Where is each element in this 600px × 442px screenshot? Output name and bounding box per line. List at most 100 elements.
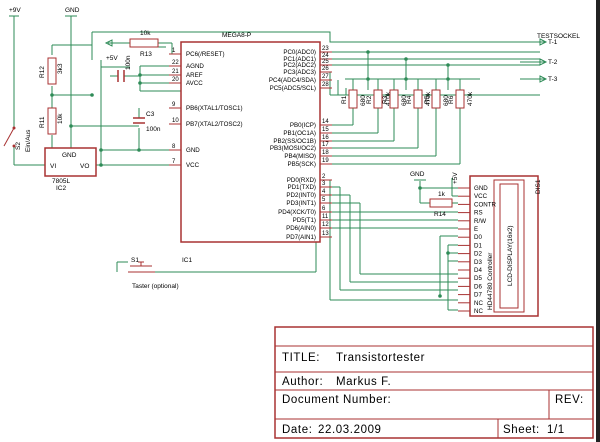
r14-value: 1k: [438, 191, 446, 198]
resistor-r12: R12 3k3: [39, 57, 64, 85]
resistor-ref: R6: [448, 95, 455, 104]
lcd-pin-label: D3: [474, 259, 482, 266]
mcu-pin-number: 16: [322, 135, 329, 141]
lcd-display-dis1: GND +5V 1k R14 HD44780 Controller LCD-DI…: [410, 171, 542, 317]
r14-ref: R14: [434, 211, 446, 218]
mcu-pin-number: 23: [322, 46, 329, 52]
lcd-pin-label: D0: [474, 234, 482, 241]
mcu-pin-number: 9: [172, 102, 176, 108]
resistor-value: 680: [401, 95, 408, 106]
resistor-ref: R1: [341, 95, 348, 104]
mcu-ref: IC1: [182, 257, 193, 264]
resistor-value: 470k: [425, 91, 432, 106]
socket-label: TESTSOCKEL: [537, 33, 580, 40]
c1-value: 100n: [125, 55, 132, 70]
mcu-pin-number: 26: [322, 66, 329, 72]
supply-symbols: +9V GND +5V: [9, 7, 118, 62]
resistor-ref: R3: [382, 95, 389, 104]
mcu-pin-number: 7: [172, 159, 176, 165]
resistor-body: [413, 89, 423, 109]
mcu-pin-label: PB7(XTAL2/TOSC2): [186, 121, 243, 128]
lcd-pin-label: D7: [474, 292, 482, 299]
mcu-pin-label: PC1(ADC1): [283, 56, 316, 63]
socket-pin-label: T-1: [548, 39, 558, 46]
resistor-body: [455, 89, 465, 109]
button-s1: S1 Taster (optional): [128, 257, 179, 290]
resistor-value: 470k: [385, 91, 392, 106]
sheet-value: 1/1: [547, 424, 565, 436]
author-value: Markus F.: [336, 376, 391, 388]
mcu-pin-label: PB3(MOSI/OC2): [270, 145, 316, 152]
switch-s2: S2 Ein/Aus: [3, 126, 32, 152]
mcu-pin-number: 6: [322, 206, 326, 212]
s2-ref: S2: [15, 142, 22, 150]
lcd-pin-label: CONTR: [474, 201, 497, 208]
rev-label: REV:: [555, 394, 584, 406]
resistor-body: [431, 89, 441, 109]
display-gnd-label: GND: [410, 171, 425, 178]
ic2-gnd-pin: GND: [62, 152, 77, 159]
mcu-pin-label: PD5(T1): [293, 217, 316, 224]
mcu-pin-number: 14: [322, 119, 329, 125]
mcu-pin-number: 2: [322, 174, 326, 180]
lcd-pin-label: E: [474, 226, 478, 233]
lcd-pin-label: D1: [474, 242, 482, 249]
mcu-pin-label: PD6(AIN0): [286, 225, 316, 232]
mcu-pin-label: PB1(OC1A): [283, 130, 316, 137]
mcu-pin-label: PB4(MISO): [284, 153, 316, 160]
mcu-pin-number: 15: [322, 127, 329, 133]
socket-arrow-icon: [539, 38, 548, 46]
ic2-vi-pin: VI: [50, 163, 56, 170]
mcu-pin-number: 1: [172, 48, 176, 54]
lcd-pin-label: VCC: [474, 193, 488, 200]
mcu-pin-label: AVCC: [186, 80, 203, 87]
mcu-pin-number: 19: [322, 158, 329, 164]
display-controller: HD44780 Controller: [487, 252, 494, 310]
sheet-label: Sheet:: [503, 424, 540, 436]
socket-arrow-icon: [539, 75, 548, 83]
mcu-pin-label: PD7(AIN1): [286, 234, 316, 241]
ic2-ref: IC2: [56, 185, 67, 192]
mcu-pin-number: 22: [172, 60, 179, 66]
r12-ref: R12: [39, 66, 46, 78]
resistor-ref: R2: [366, 95, 373, 104]
r13-value: 10k: [140, 30, 151, 37]
date-label: Date:: [282, 424, 313, 436]
resistor-value: 680: [360, 95, 367, 106]
lcd-pin-label: GND: [474, 185, 488, 192]
resistor-ref: R5: [424, 95, 431, 104]
resistor-r14: 1k R14: [429, 191, 453, 218]
mcu-pin-label: PB0(ICP): [290, 122, 316, 129]
mcu-pin-number: 11: [322, 214, 329, 220]
capacitor-c1: 100n: [117, 55, 132, 82]
socket-arrow-icon: [539, 58, 548, 66]
vcc-9v-label: +9V: [9, 7, 21, 14]
mcu-pin-label: PD1(TXD): [287, 184, 316, 191]
mcu-pin-number: 10: [172, 118, 179, 124]
resistor-ref: R4: [406, 95, 413, 104]
mcu-pin-label: PB5(SCK): [287, 161, 316, 168]
r12-value: 3k3: [57, 63, 64, 74]
mcu-pin-number: 28: [322, 82, 329, 88]
mcu-pin-number: 20: [172, 77, 179, 83]
mcu-pin-label: GND: [186, 147, 200, 154]
lcd-pin-label: R/W: [474, 218, 486, 225]
mcu-pin-number: 12: [322, 222, 329, 228]
mcu-pin-label: AREF: [186, 72, 203, 79]
mcu-pin-number: 4: [322, 189, 326, 195]
mcu-part: MEGA8-P: [222, 32, 251, 39]
mcu-pin-label: PB2(SS/OC1B): [273, 138, 316, 145]
resistor-value: 470k: [467, 91, 474, 106]
mcu-right-pins: PC0(ADC0)23PC1(ADC1)24PC2(ADC2)25PC3(ADC…: [269, 46, 332, 241]
mcu-pin-label: PD3(INT1): [286, 200, 316, 207]
display-ref: DIS1: [535, 179, 542, 194]
mcu-pin-number: 8: [172, 144, 176, 150]
mcu-pin-label: PC6(/RESET): [186, 51, 225, 58]
mcu-pin-number: 27: [322, 74, 329, 80]
5v-arrow-icon: [104, 39, 113, 47]
mcu-pin-label: PC2(ADC2): [283, 62, 316, 69]
mcu-pin-label: PC4(ADC4/SDA): [269, 77, 316, 84]
